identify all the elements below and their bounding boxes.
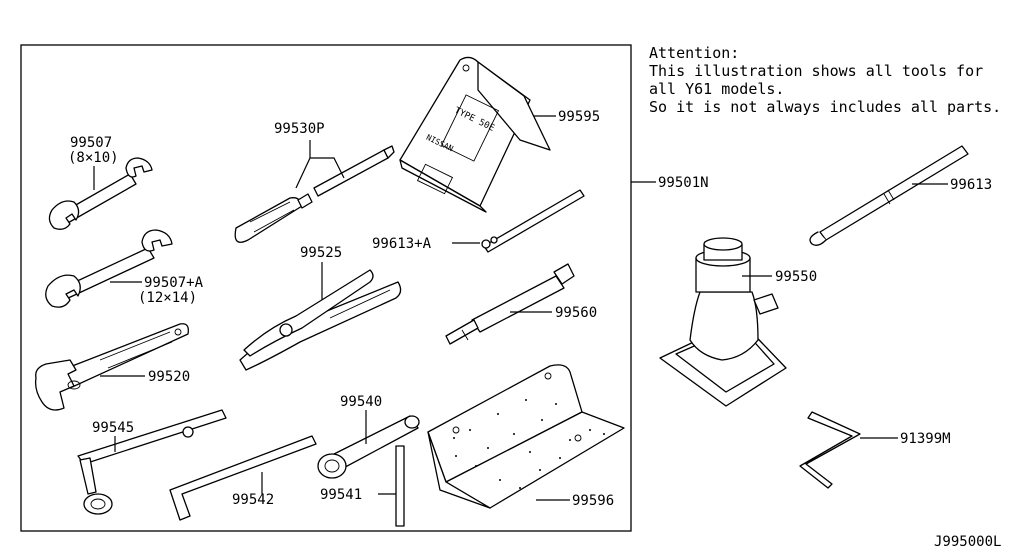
- hex-key-part: [169, 435, 317, 521]
- jack-handle-label: 99613: [950, 177, 992, 193]
- spanner-8x10-label: 99507: [70, 135, 112, 151]
- tool-bag-part: [427, 364, 625, 509]
- tool-bag-dots: [453, 399, 605, 489]
- pliers-label: 99525: [300, 245, 342, 261]
- tommy-bar-part: [395, 445, 405, 527]
- box-wrench-label: 99540: [340, 394, 382, 410]
- jack-part: [659, 237, 787, 407]
- jack-handle-part: [809, 145, 969, 246]
- rod-a-part: [481, 189, 585, 253]
- screwdriver-label: 99530P: [274, 121, 325, 137]
- rod-a-label: 99613+A: [372, 236, 432, 252]
- screwdriver-part: [234, 145, 395, 243]
- jack-label: 99550: [775, 269, 817, 285]
- jack-crank-part: [799, 411, 861, 489]
- attention-line-1: This illustration shows all tools for: [649, 62, 983, 80]
- wheel-chock-part: TYPE 50E NISSAN: [399, 56, 551, 213]
- spanner-12x14-label: 99507+A: [144, 275, 204, 291]
- tommy-bar-label: 99541: [320, 487, 362, 503]
- attention-line-2: all Y61 models.: [649, 80, 784, 98]
- wheel-wrench-label: 99545: [92, 420, 134, 436]
- wheel-chock-label: 99595: [558, 109, 600, 125]
- tool-bag-label: 99596: [572, 493, 614, 509]
- kit-part-number: 99501N: [658, 175, 709, 191]
- spanner-8x10-size: (8×10): [68, 150, 119, 166]
- diagram-code: J995000L: [934, 534, 1001, 550]
- extension-label: 99560: [555, 305, 597, 321]
- spanner-12x14-part: [45, 229, 173, 308]
- adjustable-wrench-label: 99520: [148, 369, 190, 385]
- kit-frame: [20, 44, 632, 532]
- screwdriver-leader: [295, 157, 345, 189]
- spanner-12x14-size: (12×14): [138, 290, 197, 306]
- attention-note: Attention: This illustration shows all t…: [649, 44, 1001, 116]
- pliers-part: [239, 269, 402, 371]
- extension-part: [445, 263, 575, 345]
- jack-crank-label: 91399M: [900, 431, 951, 447]
- adjustable-wrench-part: [34, 323, 189, 411]
- box-wrench-part: [317, 415, 420, 479]
- hex-key-label: 99542: [232, 492, 274, 508]
- attention-line-3: So it is not always includes all parts.: [649, 98, 1001, 116]
- attention-title: Attention:: [649, 44, 739, 62]
- spanner-8x10-part: [48, 157, 153, 230]
